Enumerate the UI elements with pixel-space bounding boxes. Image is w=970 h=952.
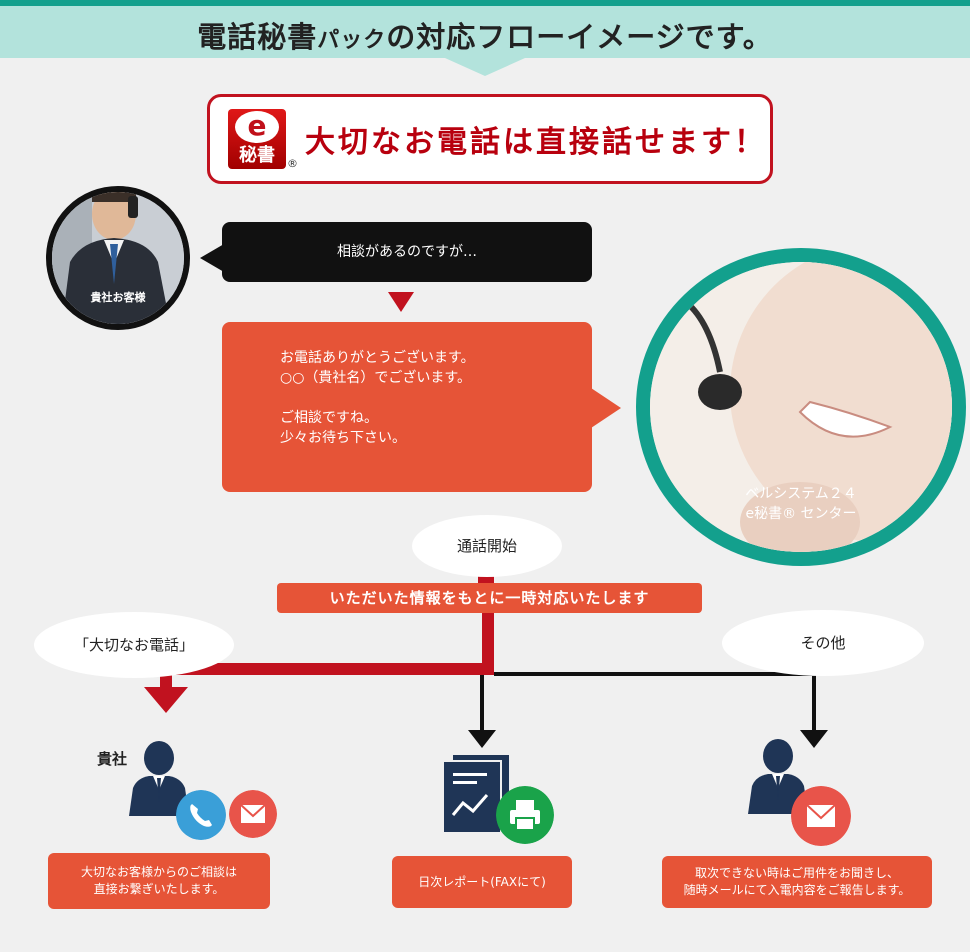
mail-icon (791, 786, 851, 846)
call-start-label: 通話開始 (412, 515, 562, 577)
caption-line: 取次できない時はご用件をお聞きし、 (694, 866, 899, 880)
customer-speech-bubble: 相談があるのですが… (222, 222, 592, 282)
brand-headline-box: e 秘書 ® 大切なお電話は直接話せます！ (207, 94, 773, 184)
operator-line: お電話ありがとうございます。 (280, 350, 475, 366)
brand-headline: 大切なお電話は直接話せます！ (305, 125, 767, 160)
report-caption: 日次レポート(FAXにて) (392, 856, 572, 908)
top-accent-bar (0, 0, 970, 6)
page-title: 電話秘書パックの対応フローイメージです。 (0, 14, 970, 56)
flow-line-black (480, 675, 484, 731)
client-label: 貴社お客様 (90, 291, 146, 304)
logo-e: e (235, 111, 279, 143)
registered-mark: ® (287, 157, 298, 170)
header-band (0, 6, 970, 76)
printer-icon (496, 786, 554, 844)
operator-bubble-tail (591, 388, 621, 428)
title-pack: パック (317, 28, 387, 53)
flow-line-black (812, 676, 816, 731)
arrow-to-kisha (144, 687, 188, 713)
arrow-to-other (800, 730, 828, 748)
operator-illustration (650, 262, 952, 552)
operator-label-line2: e秘書® センター (745, 506, 857, 522)
mail-icon (229, 790, 277, 838)
title-service-name: 電話秘書 (197, 20, 318, 54)
operator-speech-bubble: お電話ありがとうございます。 ○○（貴社名）でございます。 ご相談ですね。 少々… (222, 322, 592, 492)
important-call-label: 「大切なお電話」 (34, 612, 234, 678)
caption-line: 大切なお客様からのご相談は (80, 865, 237, 879)
logo-kanji: 秘書 (239, 145, 275, 166)
title-rest: の対応フローイメージです。 (386, 20, 773, 54)
operator-line: ご相談ですね。 (280, 410, 378, 426)
kisha-label: 貴社 (97, 750, 128, 768)
e-hisho-logo: e 秘書 (228, 109, 286, 169)
first-response-banner: いただいた情報をもとに一時対応いたします (277, 583, 702, 613)
other-call-label: その他 (722, 610, 924, 676)
operator-label: ベルシステム２４ e秘書® センター (650, 484, 952, 524)
phone-icon (176, 790, 226, 840)
operator-line: 少々お待ち下さい。 (280, 430, 406, 446)
caption-line: 随時メールにて入電内容をご報告します。 (683, 883, 911, 897)
flow-line-red (160, 663, 494, 675)
flow-line-black (494, 672, 816, 676)
operator-photo: ベルシステム２４ e秘書® センター (636, 248, 966, 566)
operator-line: ○○（貴社名）でございます。 (280, 370, 472, 386)
arrow-to-report (468, 730, 496, 748)
kisha-caption: 大切なお客様からのご相談は 直接お繋ぎいたします。 (48, 853, 270, 909)
other-caption: 取次できない時はご用件をお聞きし、 随時メールにて入電内容をご報告します。 (662, 856, 932, 908)
client-photo: 貴社お客様 (46, 186, 190, 330)
customer-bubble-tail (200, 244, 224, 272)
headset-icon (698, 374, 742, 410)
person-icon (748, 739, 808, 814)
caption-line: 直接お繋ぎいたします。 (93, 882, 225, 896)
person-icon (129, 741, 189, 816)
down-arrow (388, 292, 414, 312)
flow-line-red (482, 613, 494, 675)
operator-label-line1: ベルシステム２４ (745, 486, 857, 502)
